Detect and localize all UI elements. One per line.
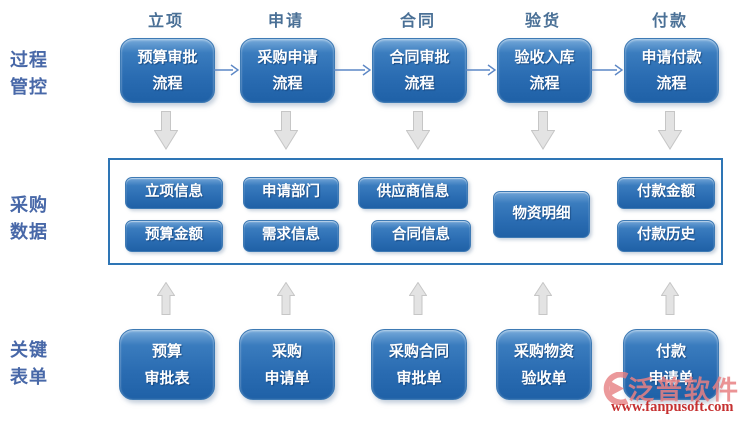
data-chip-requesting-department: 申请部门: [243, 177, 339, 209]
column-header-inspection: 验货: [524, 13, 561, 30]
process-box-line: 流程: [272, 74, 303, 92]
data-chip-supplier-info: 供应商信息: [358, 177, 468, 209]
process-box-line: 流程: [656, 74, 687, 92]
data-chip-payment-history: 付款历史: [617, 220, 715, 252]
form-box-budget-approval-form: 预算 审批表: [119, 329, 215, 400]
form-box-payment-request-form: 付款 申请单: [623, 329, 719, 400]
column-header-application: 申请: [267, 13, 304, 30]
column-header-project-initiation: 立项: [147, 13, 184, 30]
procurement-data-panel: [108, 158, 723, 265]
process-box-line: 合同审批: [389, 48, 450, 66]
flow-arrow-down-icon: [154, 111, 178, 150]
section-label-line: 关键: [10, 340, 48, 360]
section-label-line: 表单: [10, 367, 48, 387]
process-box-budget-approval: 预算审批 流程: [120, 38, 215, 103]
process-box-line: 申请付款: [641, 48, 702, 66]
form-box-line: 申请单: [264, 369, 310, 387]
flow-arrow-up-icon: [157, 282, 175, 315]
data-chip-budget-amount: 预算金额: [125, 220, 223, 252]
data-chip-contract-info: 合同信息: [371, 220, 471, 252]
process-box-line: 验收入库: [514, 48, 575, 66]
section-label-line: 管控: [10, 77, 48, 97]
watermark-brand-text: 泛普软件: [628, 375, 739, 405]
flow-arrow-down-icon: [406, 111, 430, 150]
form-box-line: 申请单: [648, 369, 694, 387]
flow-arrow-down-icon: [658, 111, 682, 150]
section-label-procurement-data: 采购 数据: [10, 192, 86, 246]
form-box-line: 审批单: [396, 369, 442, 387]
flow-arrow-down-icon: [531, 111, 555, 150]
section-label-process-control: 过程 管控: [10, 47, 86, 101]
flow-arrow-right-icon: [591, 64, 623, 76]
section-label-key-forms: 关键 表单: [10, 337, 86, 391]
form-box-line: 验收单: [521, 369, 567, 387]
data-chip-material-details: 物资明细: [493, 191, 590, 238]
process-box-receiving-warehousing: 验收入库 流程: [497, 38, 592, 103]
section-label-line: 过程: [10, 50, 48, 70]
form-box-line: 审批表: [144, 369, 190, 387]
process-box-payment-request: 申请付款 流程: [624, 38, 719, 103]
flow-arrow-up-icon: [409, 282, 427, 315]
process-box-line: 流程: [529, 74, 560, 92]
column-header-contract: 合同: [399, 13, 436, 30]
process-box-line: 预算审批: [137, 48, 198, 66]
flow-arrow-up-icon: [661, 282, 679, 315]
fanpu-logo-icon: [603, 372, 629, 405]
data-chip-demand-info: 需求信息: [243, 220, 339, 252]
flow-arrow-up-icon: [277, 282, 295, 315]
data-chip-project-info: 立项信息: [125, 177, 223, 209]
form-box-line: 预算: [151, 342, 182, 360]
process-box-line: 采购申请: [257, 48, 318, 66]
form-box-line: 采购合同: [388, 342, 449, 360]
form-box-purchase-request-form: 采购 申请单: [239, 329, 335, 400]
process-box-contract-approval: 合同审批 流程: [372, 38, 467, 103]
column-header-payment: 付款: [651, 13, 688, 30]
flow-arrow-right-icon: [334, 64, 371, 76]
data-chip-payment-amount: 付款金额: [617, 177, 715, 209]
flow-arrow-down-icon: [274, 111, 298, 150]
form-box-line: 采购: [271, 342, 302, 360]
process-box-line: 流程: [152, 74, 183, 92]
process-box-line: 流程: [404, 74, 435, 92]
form-box-material-acceptance-form: 采购物资 验收单: [496, 329, 592, 400]
form-box-line: 付款: [655, 342, 686, 360]
section-label-line: 采购: [10, 195, 48, 215]
process-box-purchase-request: 采购申请 流程: [240, 38, 335, 103]
form-box-contract-approval-form: 采购合同 审批单: [371, 329, 467, 400]
watermark-website-text: www.fanpusoft.com: [611, 399, 734, 415]
flow-arrow-right-icon: [466, 64, 496, 76]
flow-arrow-right-icon: [214, 64, 239, 76]
flow-arrow-up-icon: [534, 282, 552, 315]
section-label-line: 数据: [10, 222, 48, 242]
form-box-line: 采购物资: [513, 342, 574, 360]
